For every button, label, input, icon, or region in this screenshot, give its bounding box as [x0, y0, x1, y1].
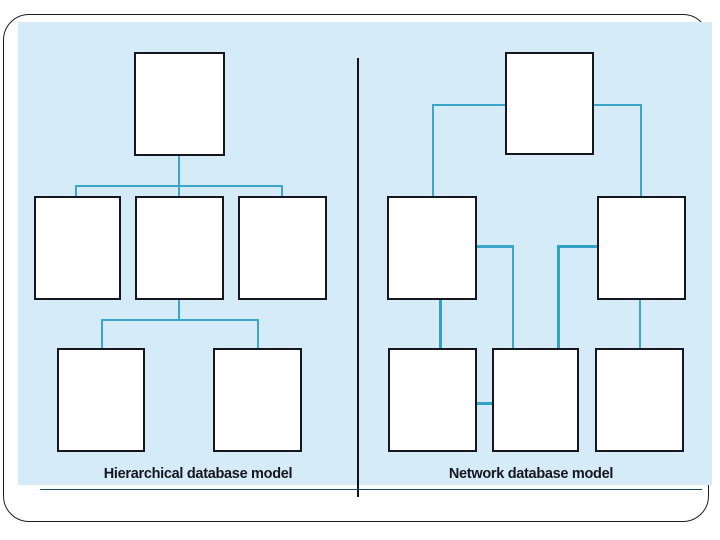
edge-level2-bus [101, 319, 258, 321]
node-hierarchical-level2-b[interactable] [213, 348, 302, 452]
node-hierarchical-root[interactable] [134, 52, 225, 156]
edge-nmr-to-nbr [639, 299, 641, 349]
node-hierarchical-level1-c[interactable] [238, 196, 327, 300]
edge-root-stem [178, 156, 180, 196]
caption-hierarchical: Hierarchical database model [103, 466, 293, 482]
edge-nroot-left-v [432, 104, 434, 197]
edge-nml-to-nbl [439, 299, 443, 349]
edge-l1b-stem [178, 300, 180, 320]
node-hierarchical-level1-a[interactable] [34, 196, 121, 300]
edge-nroot-left-h [432, 104, 507, 107]
edge-root-to-l1a [75, 185, 77, 196]
edge-nroot-right-v [640, 104, 642, 197]
node-hierarchical-level2-a[interactable] [57, 348, 145, 452]
edge-l1b-to-l2b [257, 319, 259, 348]
edge-nmr-to-nbc-h [557, 245, 598, 248]
edge-nroot-right-h [592, 104, 642, 107]
node-network-middle-right[interactable] [597, 196, 686, 300]
baseline-rule [40, 489, 702, 491]
node-network-middle-left[interactable] [387, 196, 477, 300]
edge-nml-to-nbc-h [476, 245, 514, 248]
edge-l1b-to-l2a [101, 319, 103, 348]
node-hierarchical-level1-b[interactable] [135, 196, 224, 300]
edge-nml-to-nbc-v [512, 245, 514, 349]
edge-nbl-to-nbc [475, 402, 495, 406]
edge-nmr-to-nbc-v [557, 245, 560, 349]
node-network-bottom-left[interactable] [388, 348, 477, 452]
vertical-divider [357, 58, 360, 497]
node-network-bottom-right[interactable] [595, 348, 684, 452]
node-network-bottom-center[interactable] [492, 348, 579, 452]
edge-root-to-l1c [281, 185, 283, 196]
caption-network: Network database model [448, 466, 614, 482]
edge-root-to-l1b [178, 185, 180, 196]
node-network-root[interactable] [505, 52, 594, 155]
